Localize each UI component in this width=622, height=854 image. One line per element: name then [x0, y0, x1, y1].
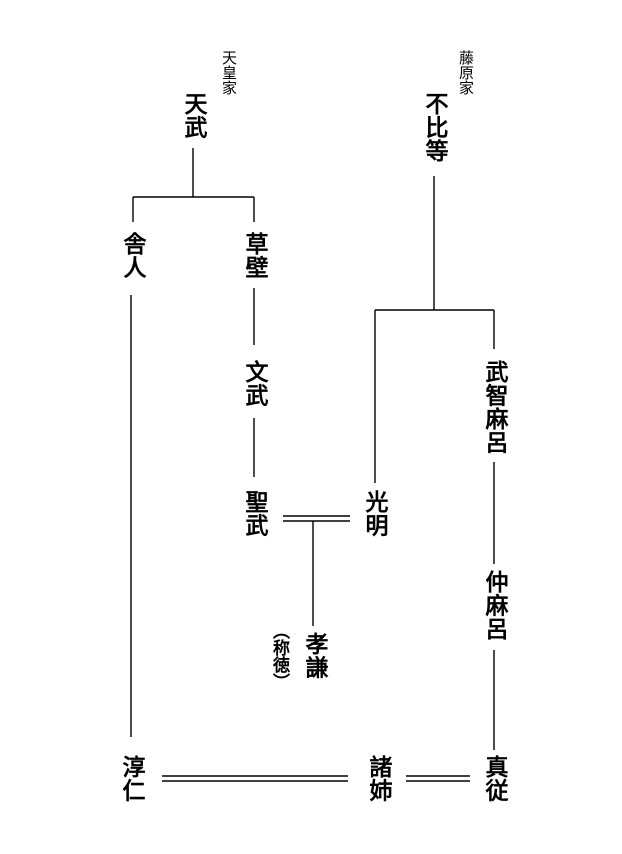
person-kusakabe: 草壁: [241, 232, 267, 279]
person-toneri: 舎人: [119, 232, 145, 279]
person-nakamaro: 仲麻呂: [481, 570, 507, 641]
person-masayori: 真従: [481, 755, 507, 802]
person-moroane: 諸姉: [365, 755, 391, 802]
clan-label-imperial: 天皇家: [220, 50, 238, 95]
person-komyo: 光明: [361, 490, 387, 537]
person-monmu: 文武: [241, 360, 267, 407]
person-shomu: 聖武: [241, 490, 267, 537]
person-junnin: 淳仁: [118, 755, 144, 802]
clan-label-fujiwara: 藤原家: [457, 50, 475, 95]
person-tenmu: 天武: [180, 92, 206, 139]
person-koken-alias: （称徳）: [269, 622, 289, 690]
person-fuhito: 不比等: [421, 92, 447, 163]
person-muchimaro: 武智麻呂: [481, 360, 507, 454]
person-koken: 孝謙: [301, 632, 327, 679]
